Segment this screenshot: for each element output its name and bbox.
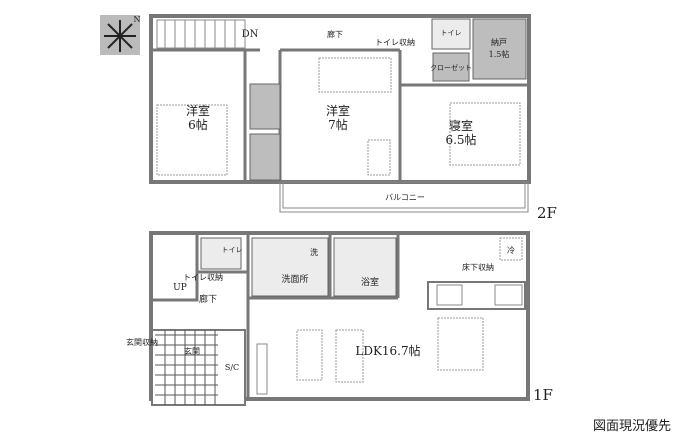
drawing-priority-note: 図面現況優先 (592, 419, 671, 434)
shoe-closet-label: S/C (225, 363, 239, 372)
storage-room (472, 18, 527, 80)
closet-c (432, 52, 470, 82)
compass-north-label: N (134, 15, 141, 24)
entrance-tiles (155, 330, 218, 405)
bedroom-size: 6.5帖 (445, 132, 476, 147)
washer-label: 洗 (310, 247, 318, 257)
toilet-1f-label: トイレ (222, 246, 243, 254)
western-room-a-size: 6帖 (188, 117, 208, 132)
bathroom (333, 237, 397, 297)
storage-room-label: 納戸 (491, 37, 507, 47)
stairs (156, 19, 246, 49)
stairs-up-label: UP (173, 283, 187, 293)
closet-a (249, 83, 281, 130)
bathroom-label: 浴室 (361, 276, 379, 288)
washroom (251, 237, 329, 297)
floor-2-plan: DN 廊下 トイレ収納 トイレ クローゼット 納戸 1.5帖 洋室 6帖 洋室 … (149, 14, 557, 222)
western-room-b-size: 7帖 (328, 117, 348, 132)
hallway-2f-label: 廊下 (327, 29, 343, 39)
closet-b (249, 133, 281, 181)
toilet-2f (431, 18, 471, 50)
ldk-label: LDK16.7帖 (355, 343, 420, 358)
fridge-label: 冷 (507, 245, 515, 255)
toilet-1f (200, 237, 242, 270)
hallway-1f-label: 廊下 (199, 293, 217, 305)
toilet-storage-1f-label: トイレ収納 (183, 272, 223, 282)
toilet-2f-label: トイレ (441, 29, 462, 37)
balcony-label: バルコニー (385, 193, 425, 202)
bedroom-label: 寝室 (449, 118, 473, 133)
western-room-b-label: 洋室 (326, 103, 350, 118)
compass-icon: N (100, 15, 141, 55)
storage-room-size: 1.5帖 (489, 49, 510, 59)
floor-1-plan: トイレ トイレ収納 UP 廊下 洗 洗面所 浴室 冷 床下収納 LDK16.7帖… (126, 231, 553, 406)
western-room-a-label: 洋室 (186, 103, 210, 118)
entrance-storage-label: 玄関収納 (126, 337, 158, 347)
floor-1-label: 1F (533, 386, 553, 404)
stairs-dn-label: DN (242, 29, 259, 40)
floor-2-label: 2F (537, 204, 557, 222)
underfloor-storage-label: 床下収納 (462, 262, 494, 272)
toilet-storage-2f-label: トイレ収納 (375, 37, 415, 47)
closet-c-label: クローゼット (430, 63, 472, 72)
entrance-label: 玄関 (184, 346, 200, 356)
washroom-label: 洗面所 (281, 273, 308, 285)
